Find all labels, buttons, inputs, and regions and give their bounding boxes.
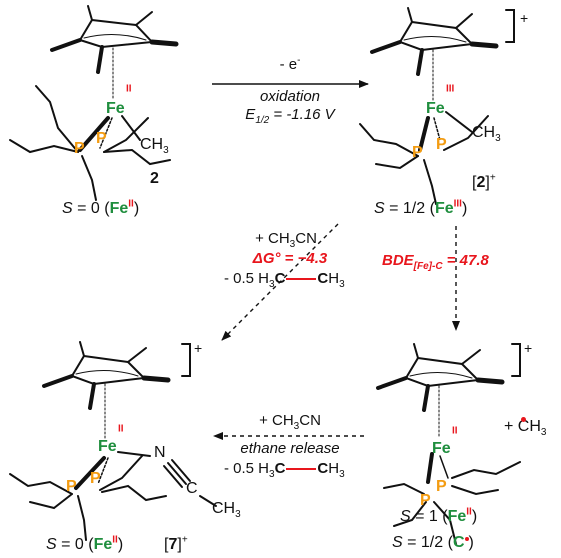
complex-7-structure — [9, 341, 217, 541]
complex-2-cation-compound-number: [2]+ — [472, 172, 496, 191]
gibbs-energy-label: ΔG° = −4.3 — [252, 250, 328, 267]
release-ethane-bond-highlight — [286, 468, 317, 471]
complex-2-phosphorus-left: P — [74, 140, 85, 157]
ethane-bond-highlight — [286, 278, 317, 281]
complex-fragments-structure — [376, 343, 521, 545]
complex-7-phosphorus-right: P — [90, 470, 101, 487]
complex-2-oxidation-state: II — [126, 83, 132, 95]
complex-7-spin-state: S = 0 (FeII) — [46, 534, 124, 553]
fragment-oxidation-state: II — [452, 425, 458, 437]
acetonitrile-addition-label: + CH3CN — [255, 230, 317, 250]
fragment-phosphorus-lower: P — [420, 492, 431, 509]
release-acetonitrile-label: + CH3CN — [259, 412, 321, 432]
complex-2-iron-label: Fe — [106, 100, 125, 117]
complex-7-phosphorus-left: P — [66, 478, 77, 495]
methyl-radical-dot-icon — [521, 417, 526, 422]
complex-2-cation-methyl-label: CH3 — [472, 124, 501, 145]
complex-2-phosphorus-right: P — [96, 130, 107, 147]
oxidation-potential-label: E1/2 = -1.16 V — [245, 106, 335, 126]
complex-2-cation-phosphorus-right: P — [436, 136, 447, 153]
complex-2-compound-number: 2 — [150, 170, 159, 187]
fragment-phosphorus-upper: P — [436, 478, 447, 495]
complex-2-cation-charge: + — [520, 10, 529, 26]
ethane-release-label: ethane release — [240, 440, 340, 457]
complex-7-nitrogen-label: N — [154, 444, 166, 461]
complex-7-carbon-label: C — [186, 480, 198, 497]
bond-dissociation-energy-label: BDE[Fe]-C = 47.8 — [382, 252, 489, 272]
complex-7-methyl-label: CH3 — [212, 500, 241, 521]
complex-2-cation-iron-label: Fe — [426, 100, 445, 117]
oxidation-label: oxidation — [259, 88, 321, 105]
complex-7-oxidation-state: II — [118, 423, 124, 435]
fragment-carbon-spin-state: S = 1/2 (C) — [392, 534, 474, 551]
complex-7-iron-label: Fe — [98, 438, 117, 455]
complex-2-cation-spin-state: S = 1/2 (FeIII) — [374, 198, 468, 217]
complex-2-cation-structure — [359, 7, 515, 205]
complex-2-structure — [9, 5, 179, 201]
methyl-radical-label: + CH3 — [504, 418, 547, 439]
carbon-radical-dot-icon — [464, 536, 469, 541]
fragment-complex-charge: + — [524, 340, 533, 356]
complex-2-methyl-label: CH3 — [140, 136, 169, 157]
fragment-iron-label: Fe — [432, 440, 451, 457]
fragment-iron-spin-state: S = 1 (FeII) — [400, 506, 478, 525]
oxidation-electron-label: - e- — [279, 55, 301, 74]
acetonitrile-pathway-arrow — [221, 223, 339, 341]
complex-2-cation-phosphorus-left: P — [412, 144, 423, 161]
complex-2-cation-oxidation-state: III — [446, 83, 455, 95]
complex-7-compound-number: [7]+ — [164, 534, 188, 553]
complex-7-charge: + — [194, 340, 203, 356]
complex-2-spin-state: S = 0 (FeII) — [62, 198, 140, 217]
